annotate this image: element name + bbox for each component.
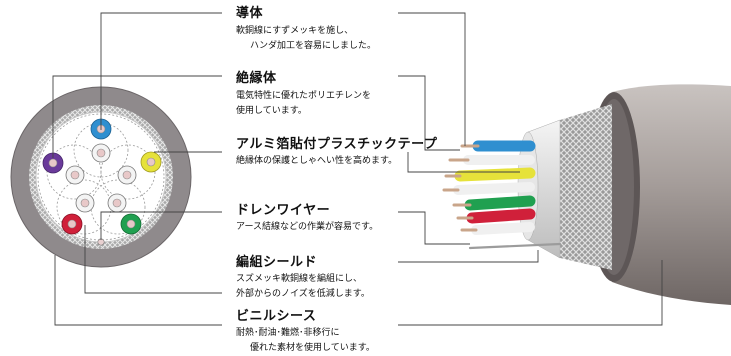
label-drain-wire: ドレンワイヤー アース結線などの作業が容易です。 — [236, 199, 378, 235]
label-conductor: 導体 軟銅線にすずメッキを施し、 ハンダ加工を容易にしました。 — [236, 2, 376, 54]
red-conductor — [61, 213, 83, 235]
cross-section — [10, 86, 192, 268]
foil-tape-desc-1: 絶縁体の保護としゃへい性を高めます。 — [236, 156, 398, 166]
braid-shield-desc-1: スズメッキ軟銅線を編組にし、 — [236, 274, 363, 284]
vinyl-sheath-desc-1: 耐熱･耐油･難燃･非移行に — [236, 328, 340, 338]
label-insulator: 絶縁体 電気特性に優れたポリエチレンを 使用しています。 — [236, 67, 371, 119]
conductor-title: 導体 — [236, 6, 264, 21]
green-conductor — [120, 213, 142, 235]
conductor-desc-2: ハンダ加工を容易にしました。 — [250, 41, 377, 51]
label-vinyl-sheath: ビニルシース 耐熱･耐油･難燃･非移行に 優れた素材を使用しています。 — [236, 305, 375, 356]
insulator-title: 絶縁体 — [236, 71, 277, 86]
cable-illustration — [442, 84, 731, 305]
insulator-desc-2: 使用しています。 — [236, 106, 307, 116]
yellow-conductor — [140, 151, 162, 173]
braid-shield-title: 編組シールド — [236, 255, 318, 270]
purple-conductor — [42, 152, 64, 174]
conductor-desc-1: 軟銅線にすずメッキを施し、 — [236, 26, 354, 36]
drain-wire-desc-1: アース結線などの作業が容易です。 — [236, 222, 379, 232]
vinyl-sheath-title: ビニルシース — [236, 309, 317, 324]
drain-wire-title: ドレンワイヤー — [236, 203, 331, 218]
white-conductor — [65, 143, 137, 213]
cable-sheath — [612, 84, 731, 305]
cable-braid — [560, 104, 612, 270]
braid-shield-desc-2: 外部からのノイズを低減します。 — [236, 289, 370, 299]
foil-tape-title: アルミ箔貼付プラスチックテープ — [236, 137, 438, 152]
insulator-desc-1: 電気特性に優れたポリエチレンを — [236, 91, 372, 101]
label-foil-tape: アルミ箔貼付プラスチックテープ 絶縁体の保護としゃへい性を高めます。 — [236, 133, 437, 169]
vinyl-sheath-desc-2: 優れた素材を使用しています。 — [250, 343, 375, 353]
leader-lines — [52, 12, 663, 326]
cable-wires — [442, 140, 562, 250]
label-braid-shield: 編組シールド スズメッキ軟銅線を編組にし、 外部からのノイズを低減します。 — [236, 251, 370, 302]
